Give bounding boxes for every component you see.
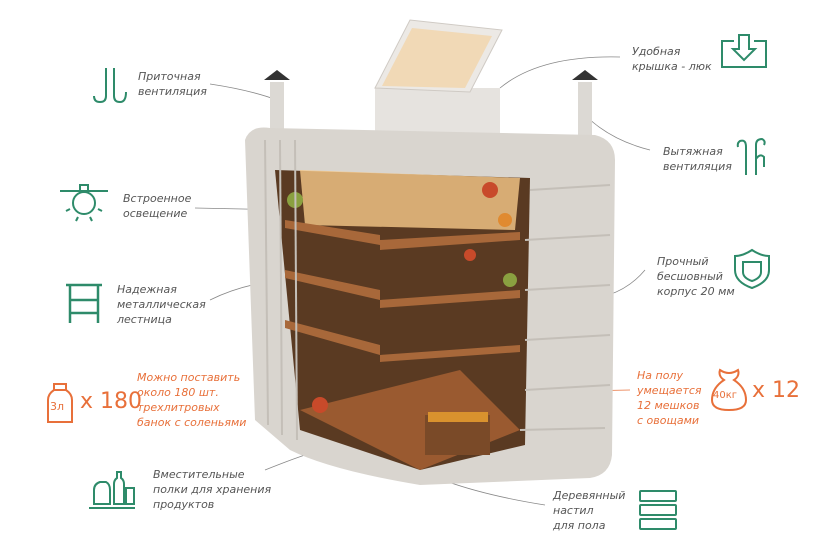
ladder-icon xyxy=(66,283,102,323)
label-jars: Можно поставить около 180 шт. трехлитров… xyxy=(137,371,247,429)
label-hatch: Удобная крышка - люк xyxy=(632,45,712,73)
jar-count: x 180 xyxy=(80,389,143,414)
shield-icon xyxy=(734,248,770,290)
hatch-lid xyxy=(374,19,503,133)
vent-pipes xyxy=(264,70,598,142)
label-ladder: Надежная металлическая лестница xyxy=(117,283,206,326)
jar-icon: 3л xyxy=(46,382,74,424)
label-floor: Деревянный настил для пола xyxy=(553,489,626,532)
floor-boards-icon xyxy=(639,490,677,530)
body-ribs xyxy=(264,139,611,441)
lightbulb-icon xyxy=(60,184,108,222)
sack-icon: 40кг xyxy=(710,368,748,412)
exhaust-vent-icon xyxy=(736,137,766,175)
supply-vent-icon xyxy=(93,68,127,104)
label-exhaust-vent: Вытяжная вентиляция xyxy=(663,145,732,173)
sack-weight: 40кг xyxy=(713,390,738,401)
hatch-icon xyxy=(721,34,767,68)
label-lighting: Встроенное освещение xyxy=(123,192,192,220)
sack-count: x 12 xyxy=(752,378,801,403)
jar-volume: 3л xyxy=(50,400,65,413)
label-shelves: Вместительные полки для хранения продукт… xyxy=(153,468,272,511)
shelves xyxy=(285,220,520,362)
shelf-jars-icon xyxy=(89,471,135,509)
label-sacks: На полу умещается 12 мешков с овощами xyxy=(637,369,702,427)
label-supply-vent: Приточная вентиляция xyxy=(138,70,207,98)
label-body: Прочный бесшовный корпус 20 мм xyxy=(657,255,735,298)
